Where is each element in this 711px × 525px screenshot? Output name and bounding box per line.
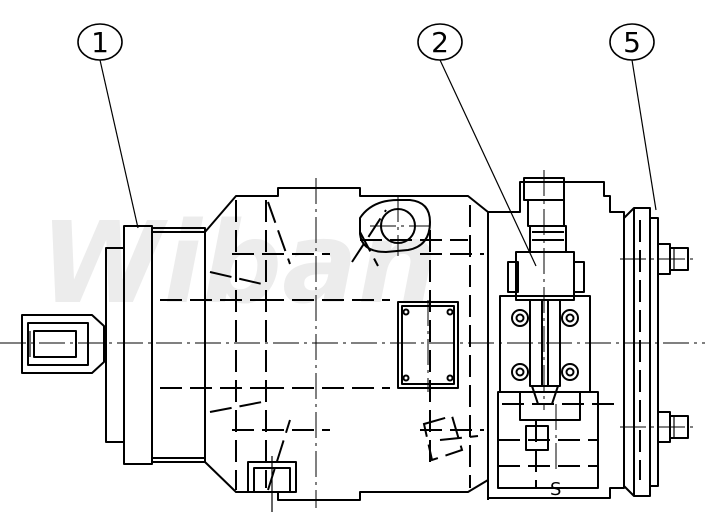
end-cover [620, 207, 698, 497]
callout-1: 1 [77, 23, 139, 229]
suction-port-boss [351, 196, 431, 267]
side-cover-plate [397, 300, 459, 392]
callout-1-label: 1 [91, 26, 109, 59]
callout-2: 2 [417, 23, 537, 267]
callout-2-label: 2 [431, 26, 449, 59]
section-mark: S [550, 479, 561, 500]
callout-5: 5 [609, 23, 657, 211]
control-valve [499, 170, 591, 410]
drive-shaft [21, 314, 105, 374]
callout-5-label: 5 [623, 26, 641, 59]
port-plate [487, 181, 625, 499]
